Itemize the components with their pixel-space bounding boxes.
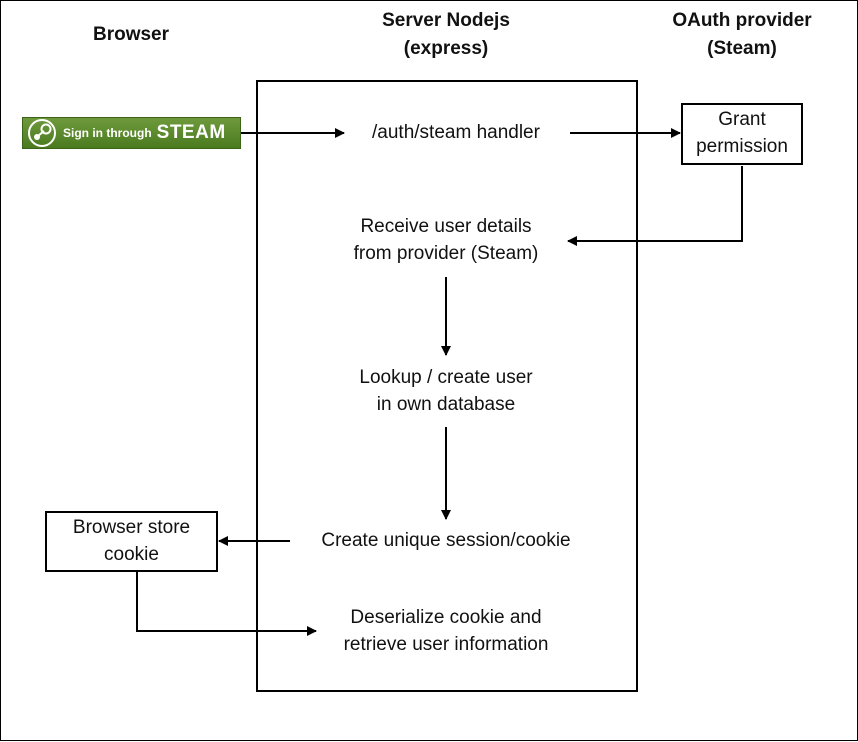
create-session-step: Create unique session/cookie	[321, 530, 571, 551]
arrow-grant-to-receive	[567, 166, 743, 246]
browser-store-cookie-label: Browser store cookie	[72, 517, 191, 565]
browser-column-heading: Browser	[92, 24, 170, 45]
lookup-user-step: Lookup / create user in own database	[359, 367, 533, 415]
auth-handler-step: /auth/steam handler	[372, 122, 540, 143]
deserialize-step: Deserialize cookie and retrieve user inf…	[343, 607, 549, 655]
grant-permission-label: Grant permission	[696, 109, 788, 157]
steam-logo-icon	[28, 119, 56, 147]
steam-button-brand: STEAM	[156, 122, 226, 143]
provider-column-heading: OAuth provider (Steam)	[672, 10, 812, 59]
arrow-browser-to-deserialize	[136, 572, 317, 636]
receive-details-step: Receive user details from provider (Stea…	[353, 216, 539, 264]
browser-store-cookie-box	[45, 511, 218, 572]
steam-sign-in-button[interactable]: Sign in through STEAM	[22, 117, 241, 149]
steam-button-label: Sign in through	[63, 126, 152, 140]
server-container	[256, 80, 638, 692]
server-column-heading: Server Nodejs (express)	[382, 10, 510, 59]
grant-permission-box	[681, 103, 803, 165]
